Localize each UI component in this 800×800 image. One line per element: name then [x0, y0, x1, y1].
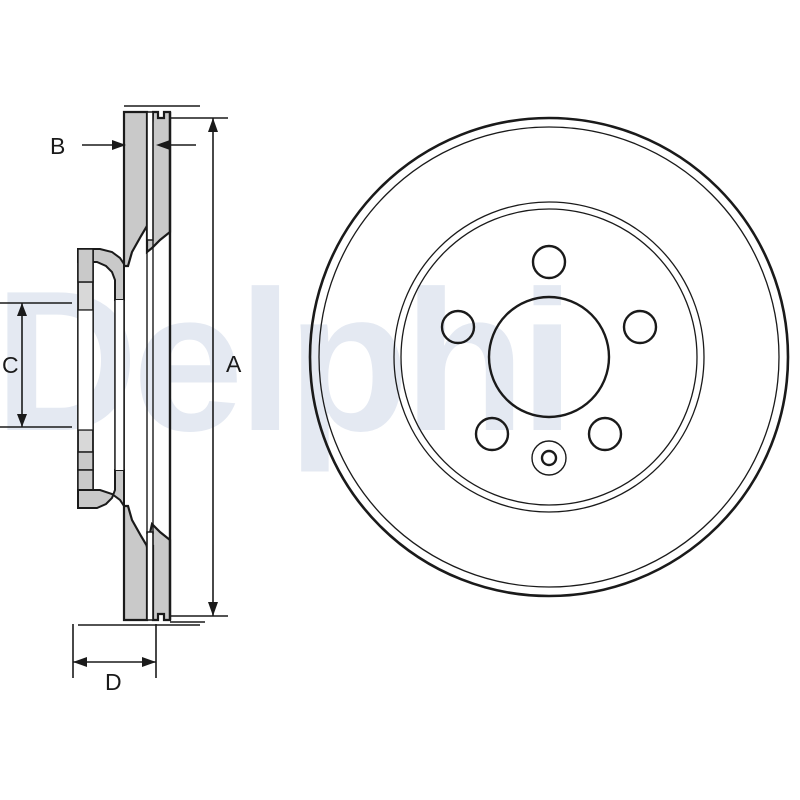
hat-upper-boss [77, 248, 94, 283]
hat-bore-face [77, 309, 94, 431]
disc-hat-inner-circle [400, 208, 698, 506]
dimension-c-arrow-top [17, 303, 27, 316]
dimension-b-label: B [50, 133, 65, 159]
locating-pin-hole [540, 449, 558, 467]
bolt-hole-3 [587, 416, 623, 452]
dimension-b-arrow-right [156, 140, 170, 150]
dimension-a: A [170, 117, 242, 617]
hat-transition-lower [77, 469, 125, 510]
inner-cavity [115, 300, 124, 470]
dimension-d: D [72, 624, 157, 695]
watermark-text: Delphi [0, 250, 569, 473]
hat-lower-boss [77, 469, 94, 491]
dimension-d-arrow-right [142, 657, 156, 667]
vent-gap-lower [146, 531, 154, 621]
dimension-d-label: D [105, 669, 122, 695]
section-view [77, 110, 172, 622]
dimension-a-arrow-bottom [208, 602, 218, 616]
dimension-d-arrow-left [73, 657, 87, 667]
outboard-friction-plate-upper [122, 110, 149, 268]
hat-bolt-boss [77, 451, 94, 471]
inner-cavity-edges [114, 300, 125, 470]
dimension-c-arrow-bottom [17, 414, 27, 427]
outboard-friction-plate-lower [122, 504, 149, 622]
disc-outer-edge [308, 116, 790, 598]
disc-friction-ring-edge [318, 126, 780, 588]
disc-hub-bore [487, 295, 611, 419]
disc-hat-outer-circle [393, 201, 705, 513]
delphi-watermark: Delphi [0, 250, 575, 473]
dimension-a-arrow-top [208, 118, 218, 132]
vent-gap-upper [146, 111, 154, 241]
friction-ring-lower [122, 504, 172, 622]
dimension-c-label: C [2, 352, 19, 378]
dimension-a-label: A [226, 351, 242, 377]
bolt-hole-4 [474, 416, 510, 452]
locating-pin-outer-ring [531, 440, 567, 476]
dimension-b-arrow-left [112, 140, 126, 150]
bolt-hole-5 [440, 309, 476, 345]
bolt-hole-2 [622, 309, 658, 345]
face-view [308, 116, 790, 598]
dimension-b: B [50, 133, 196, 159]
bolt-hole-1 [531, 244, 567, 280]
dimension-c: C [0, 302, 72, 428]
